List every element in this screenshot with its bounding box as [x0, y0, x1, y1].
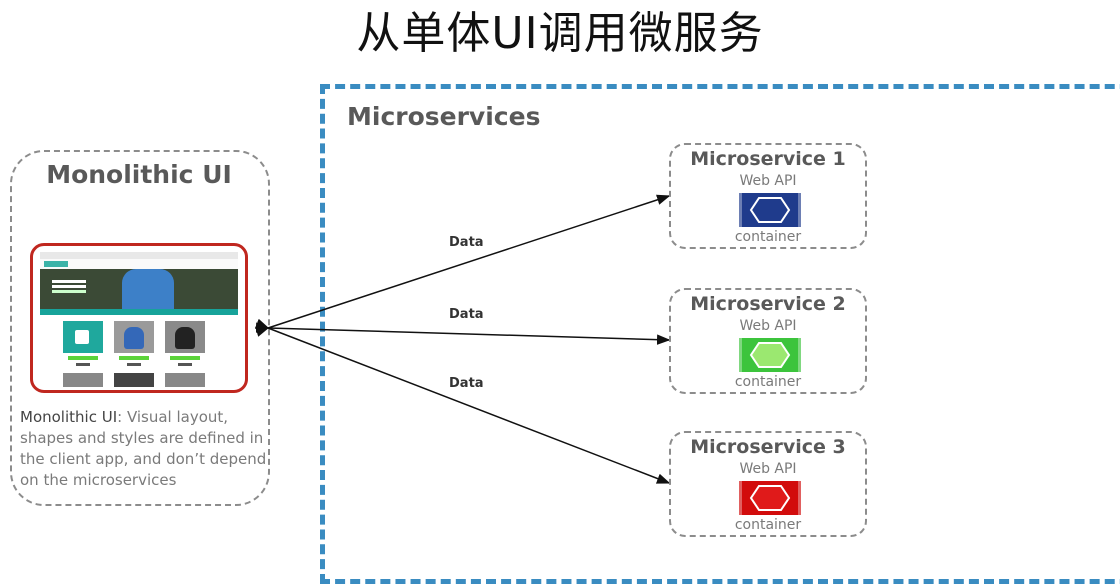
- container-hexagon-icon: [739, 338, 801, 372]
- web-app-screenshot: [30, 243, 248, 393]
- product-tile-mug: [63, 321, 103, 353]
- microservice-1-box: Microservice 1 Web API container: [669, 143, 867, 249]
- browser-bar: [40, 252, 238, 259]
- add-to-cart-bar: [170, 356, 200, 360]
- hero-banner: [40, 269, 238, 309]
- price-text: [178, 363, 192, 366]
- container-hexagon-icon: [739, 481, 801, 515]
- microservice-2-web-api-label: Web API: [739, 318, 797, 334]
- filter-bar: [40, 309, 238, 315]
- product-tile: [63, 373, 103, 387]
- page-title: 从单体UI调用微服务: [356, 8, 764, 59]
- hero-person-image: [122, 269, 174, 309]
- monolithic-ui-description-text: : Visual layout, shapes and styles are d…: [20, 408, 267, 489]
- data-label-2: Data: [449, 307, 484, 322]
- black-hoodie-image: [175, 327, 195, 349]
- microservice-1-name: Microservice 1: [690, 148, 846, 170]
- product-tile-black-hoodie: [165, 321, 205, 353]
- data-arrow-3: [254, 318, 671, 484]
- microservice-3-box: Microservice 3 Web API container: [669, 431, 867, 537]
- mug-image: [75, 330, 89, 344]
- microservice-1-container-label: container: [734, 229, 802, 245]
- microservice-1-web-api-label: Web API: [739, 173, 797, 189]
- data-label-1: Data: [449, 235, 484, 250]
- blue-hoodie-image: [124, 327, 144, 349]
- microservice-3-name: Microservice 3: [690, 436, 846, 458]
- microservices-label: Microservices: [347, 102, 541, 131]
- monolithic-ui-title: Monolithic UI: [46, 160, 232, 189]
- data-arrow-1: [254, 194, 671, 337]
- microservice-3-web-api-label: Web API: [739, 461, 797, 477]
- product-tile-blue-hoodie: [114, 321, 154, 353]
- container-hexagon-icon: [739, 193, 801, 227]
- microservice-2-name: Microservice 2: [690, 293, 846, 315]
- price-text: [76, 363, 90, 366]
- data-label-3: Data: [449, 376, 484, 391]
- product-tile: [165, 373, 205, 387]
- site-logo: [44, 261, 68, 267]
- add-to-cart-bar: [119, 356, 149, 360]
- monolithic-ui-description-lead: Monolithic UI: [20, 408, 118, 426]
- add-to-cart-bar: [68, 356, 98, 360]
- price-text: [127, 363, 141, 366]
- data-arrow-2: [255, 322, 671, 345]
- microservice-2-container-label: container: [734, 374, 802, 390]
- microservice-2-box: Microservice 2 Web API container: [669, 288, 867, 394]
- product-tile: [114, 373, 154, 387]
- hero-text: [52, 280, 86, 283]
- microservice-3-container-label: container: [734, 517, 802, 533]
- monolithic-ui-description: Monolithic UI: Visual layout, shapes and…: [20, 407, 272, 491]
